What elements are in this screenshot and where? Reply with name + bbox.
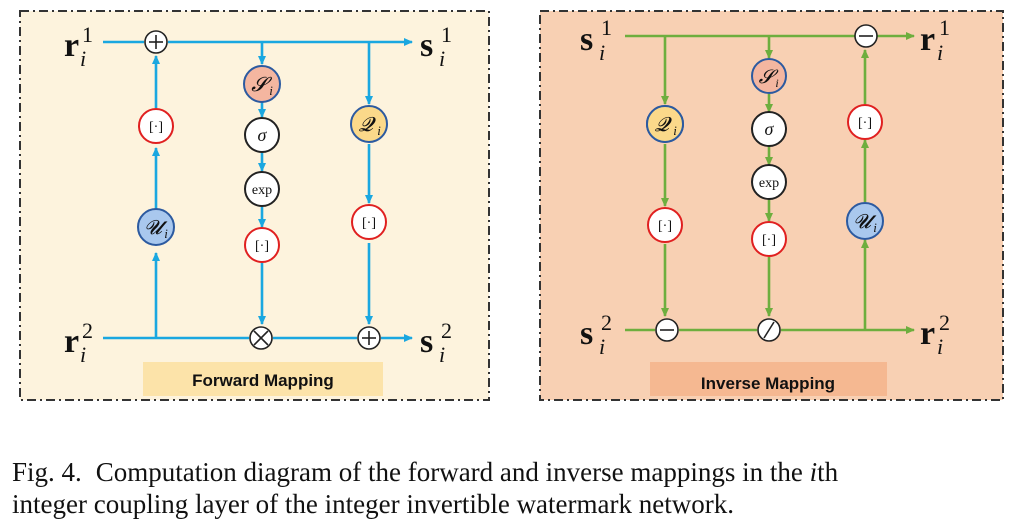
forward-label-s2: s 2 i bbox=[420, 318, 452, 367]
forward-panel: Forward Mapping bbox=[19, 10, 490, 401]
inverse-title: Inverse Mapping bbox=[701, 374, 835, 393]
caption-number: Fig. 4. bbox=[12, 457, 82, 487]
svg-text:[·]: [·] bbox=[762, 233, 776, 248]
forward-node-S: 𝓢 i bbox=[243, 65, 281, 103]
svg-text:2: 2 bbox=[441, 318, 452, 343]
forward-title: Forward Mapping bbox=[192, 371, 334, 390]
svg-text:i: i bbox=[80, 342, 86, 367]
figure-caption: Fig. 4. Computation diagram of the forwar… bbox=[12, 456, 1017, 520]
svg-text:2: 2 bbox=[939, 310, 950, 335]
svg-text:s: s bbox=[420, 27, 433, 64]
svg-text:1: 1 bbox=[82, 22, 93, 47]
inverse-node-U: 𝓤 i bbox=[846, 202, 884, 240]
svg-text:i: i bbox=[439, 46, 445, 71]
forward-node-round-s: [·] bbox=[244, 227, 280, 263]
forward-node-U: 𝓤 i bbox=[137, 208, 175, 246]
inverse-title-bg bbox=[650, 362, 887, 396]
svg-text:1: 1 bbox=[939, 15, 950, 40]
svg-text:r: r bbox=[920, 315, 935, 352]
svg-text:r: r bbox=[64, 27, 79, 64]
forward-node-Q: 𝓠 i bbox=[350, 105, 388, 143]
svg-text:[·]: [·] bbox=[858, 116, 872, 131]
svg-text:𝓠: 𝓠 bbox=[359, 114, 377, 136]
forward-label-r1: r 1 i bbox=[64, 22, 93, 71]
forward-label-r2: r 2 i bbox=[64, 318, 93, 367]
inverse-label-r1: r 1 i bbox=[920, 15, 950, 65]
inverse-panel: Inverse Mapping bbox=[539, 10, 1004, 401]
svg-text:1: 1 bbox=[441, 22, 452, 47]
inverse-node-round-q: [·] bbox=[647, 207, 683, 243]
svg-text:exp: exp bbox=[759, 176, 779, 191]
svg-text:i: i bbox=[439, 342, 445, 367]
forward-plus-top bbox=[144, 30, 168, 54]
inverse-node-Q: 𝓠 i bbox=[646, 105, 684, 143]
svg-text:i: i bbox=[937, 40, 943, 65]
svg-text:2: 2 bbox=[82, 318, 93, 343]
svg-text:i: i bbox=[80, 46, 86, 71]
inverse-label-s1: s 1 i bbox=[580, 15, 612, 65]
svg-text:r: r bbox=[920, 21, 935, 58]
caption-line-2: integer coupling layer of the integer in… bbox=[12, 489, 734, 519]
caption-text-1-end: th bbox=[817, 457, 839, 487]
svg-text:i: i bbox=[775, 76, 778, 90]
caption-text-1: Computation diagram of the forward and i… bbox=[95, 457, 810, 487]
svg-text:[·]: [·] bbox=[362, 216, 376, 231]
forward-plus-bottom bbox=[357, 326, 381, 350]
svg-text:exp: exp bbox=[252, 183, 272, 198]
svg-text:i: i bbox=[164, 226, 168, 241]
inverse-node-S: 𝓢 i bbox=[751, 58, 787, 94]
inverse-divide-bottom bbox=[757, 318, 781, 342]
svg-text:[·]: [·] bbox=[658, 219, 672, 234]
forward-node-exp: exp bbox=[244, 171, 280, 207]
svg-text:2: 2 bbox=[601, 310, 612, 335]
inverse-node-sigma: σ bbox=[751, 111, 787, 147]
inverse-node-round-s: [·] bbox=[751, 221, 787, 257]
inverse-minus-top bbox=[854, 24, 878, 48]
svg-text:i: i bbox=[873, 220, 877, 235]
forward-node-round-q: [·] bbox=[351, 204, 387, 240]
caption-line-1: Fig. 4. Computation diagram of the forwar… bbox=[12, 456, 1017, 488]
svg-text:i: i bbox=[599, 40, 605, 65]
forward-multiply-bottom bbox=[249, 326, 273, 350]
forward-node-sigma: σ bbox=[244, 117, 280, 153]
svg-text:[·]: [·] bbox=[255, 239, 269, 254]
svg-text:r: r bbox=[64, 323, 79, 360]
svg-text:s: s bbox=[580, 315, 593, 352]
svg-text:i: i bbox=[599, 334, 605, 359]
forward-title-bg bbox=[143, 362, 383, 396]
forward-node-round-u: [·] bbox=[138, 108, 174, 144]
inverse-label-s2: s 2 i bbox=[580, 310, 612, 359]
caption-var: i bbox=[809, 457, 818, 487]
svg-text:i: i bbox=[377, 123, 381, 138]
inverse-node-exp: exp bbox=[751, 164, 787, 200]
svg-text:i: i bbox=[937, 334, 943, 359]
svg-text:s: s bbox=[580, 21, 593, 58]
svg-text:σ: σ bbox=[765, 119, 775, 139]
forward-label-s1: s 1 i bbox=[420, 22, 452, 71]
coupling-diagram: Forward Mapping bbox=[19, 10, 1004, 401]
svg-text:[·]: [·] bbox=[149, 120, 163, 135]
inverse-label-r2: r 2 i bbox=[920, 310, 950, 359]
svg-text:1: 1 bbox=[601, 15, 612, 40]
inverse-minus-bottom bbox=[655, 318, 679, 342]
svg-text:s: s bbox=[420, 323, 433, 360]
svg-text:𝓠: 𝓠 bbox=[655, 114, 673, 136]
svg-text:i: i bbox=[673, 123, 677, 138]
inverse-node-round-u: [·] bbox=[847, 104, 883, 140]
svg-text:σ: σ bbox=[258, 125, 268, 145]
svg-text:i: i bbox=[269, 83, 273, 98]
